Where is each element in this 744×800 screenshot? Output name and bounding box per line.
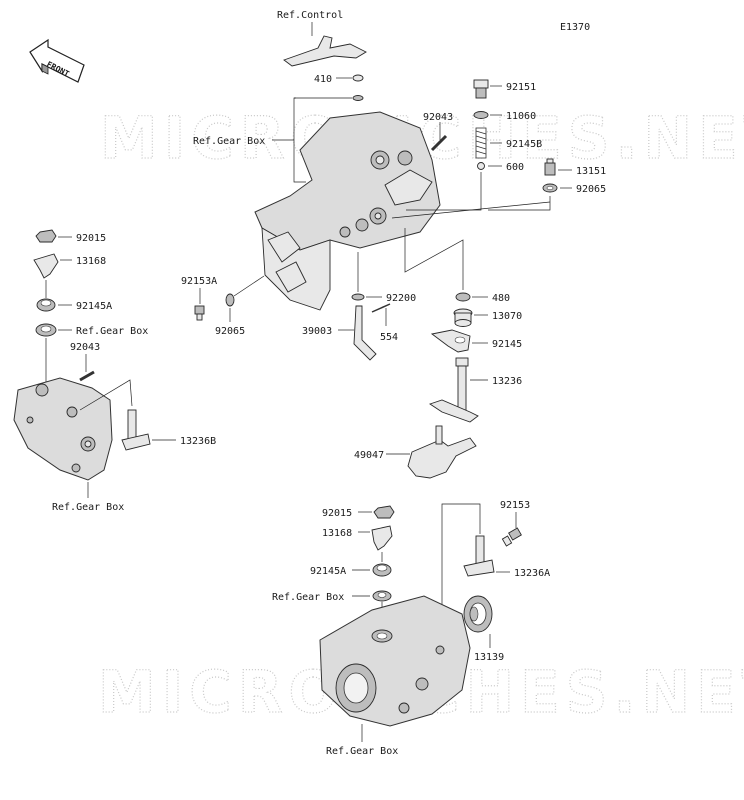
gear-case-left bbox=[13, 377, 113, 481]
washer-480-part bbox=[455, 292, 471, 302]
label-92153A[interactable]: 92153A bbox=[181, 276, 217, 287]
label-92065-mid[interactable]: 92065 bbox=[215, 326, 245, 337]
label-92043-top[interactable]: 92043 bbox=[423, 112, 453, 123]
pin-92043-left-part bbox=[79, 370, 95, 382]
gear-case-bottom bbox=[319, 595, 471, 727]
ball-600-part bbox=[477, 162, 485, 170]
gear-case-upper bbox=[254, 111, 441, 311]
label-13168-left[interactable]: 13168 bbox=[76, 256, 106, 267]
fork-49047-part bbox=[407, 425, 477, 479]
label-554[interactable]: 554 bbox=[380, 332, 398, 343]
label-13070[interactable]: 13070 bbox=[492, 311, 522, 322]
label-ref-gearbox-leftbottom[interactable]: Ref.Gear Box bbox=[52, 502, 124, 513]
pin-554-part bbox=[371, 303, 391, 313]
seal-left-part bbox=[35, 323, 57, 337]
control-lever-part bbox=[283, 35, 367, 67]
oring-92065-mid-part bbox=[225, 293, 235, 307]
label-13236A[interactable]: 13236A bbox=[514, 568, 550, 579]
front-arrow-icon: FRONT bbox=[29, 38, 85, 83]
lever-39003-part bbox=[353, 305, 377, 361]
label-13236B[interactable]: 13236B bbox=[180, 436, 216, 447]
label-ref-gearbox-bottom2[interactable]: Ref.Gear Box bbox=[326, 746, 398, 757]
label-92015-bottom[interactable]: 92015 bbox=[322, 508, 352, 519]
label-92145[interactable]: 92145 bbox=[492, 339, 522, 350]
label-49047[interactable]: 49047 bbox=[354, 450, 384, 461]
lever-13168-left-part bbox=[33, 253, 59, 279]
label-92015-left[interactable]: 92015 bbox=[76, 233, 106, 244]
label-600[interactable]: 600 bbox=[506, 162, 524, 173]
leader bbox=[406, 172, 482, 211]
seal-bottom-part bbox=[372, 590, 392, 602]
label-13236[interactable]: 13236 bbox=[492, 376, 522, 387]
nut-92015-left-part bbox=[35, 229, 57, 243]
label-92043-left[interactable]: 92043 bbox=[70, 342, 100, 353]
label-13139[interactable]: 13139 bbox=[474, 652, 504, 663]
pin-92043-part bbox=[430, 134, 448, 152]
bearing-13139-part bbox=[463, 595, 493, 633]
label-410[interactable]: 410 bbox=[314, 74, 332, 85]
label-92153[interactable]: 92153 bbox=[500, 500, 530, 511]
plug-92151-part bbox=[473, 79, 489, 99]
label-92200[interactable]: 92200 bbox=[386, 293, 416, 304]
part-410 bbox=[352, 74, 364, 82]
leader bbox=[488, 196, 551, 211]
shaft-13236-part bbox=[428, 357, 479, 423]
oring-part bbox=[352, 95, 364, 101]
label-11060[interactable]: 11060 bbox=[506, 111, 536, 122]
leader bbox=[233, 275, 265, 297]
label-92145A-bottom[interactable]: 92145A bbox=[310, 566, 346, 577]
spring-92145B-part bbox=[475, 127, 487, 159]
shaft-13236A-part bbox=[463, 535, 495, 577]
label-ref-gearbox-top[interactable]: Ref.Gear Box bbox=[193, 136, 265, 147]
switch-13151-part bbox=[544, 158, 556, 176]
label-ref-gearbox-bottom1[interactable]: Ref.Gear Box bbox=[272, 592, 344, 603]
label-39003[interactable]: 39003 bbox=[302, 326, 332, 337]
label-13151[interactable]: 13151 bbox=[576, 166, 606, 177]
bushing-13070-part bbox=[453, 308, 473, 327]
spring-92145A-bottom-part bbox=[372, 563, 392, 577]
label-13168-bottom[interactable]: 13168 bbox=[322, 528, 352, 539]
shaft-13236B-part bbox=[121, 409, 151, 451]
leader bbox=[404, 228, 464, 290]
label-480[interactable]: 480 bbox=[492, 293, 510, 304]
nut-92015-bottom-part bbox=[373, 505, 395, 519]
label-92065-right[interactable]: 92065 bbox=[576, 184, 606, 195]
leader bbox=[441, 503, 481, 640]
lever-13168-bottom-part bbox=[371, 525, 393, 551]
bolt-92153-part bbox=[501, 527, 522, 547]
label-ref-gearbox-left[interactable]: Ref.Gear Box bbox=[76, 326, 148, 337]
label-92145A-left[interactable]: 92145A bbox=[76, 301, 112, 312]
washer-92200-part bbox=[351, 293, 365, 301]
label-92145B[interactable]: 92145B bbox=[506, 139, 542, 150]
diagram-code: E1370 bbox=[560, 22, 590, 33]
bolt-92153A-part bbox=[194, 305, 205, 321]
leader bbox=[79, 379, 133, 411]
label-92151[interactable]: 92151 bbox=[506, 82, 536, 93]
leader bbox=[391, 201, 551, 219]
label-ref-control[interactable]: Ref.Control bbox=[277, 10, 343, 21]
spring-92145-part bbox=[430, 329, 471, 353]
washer-11060-part bbox=[473, 111, 489, 119]
spring-92145A-left-part bbox=[36, 298, 56, 312]
